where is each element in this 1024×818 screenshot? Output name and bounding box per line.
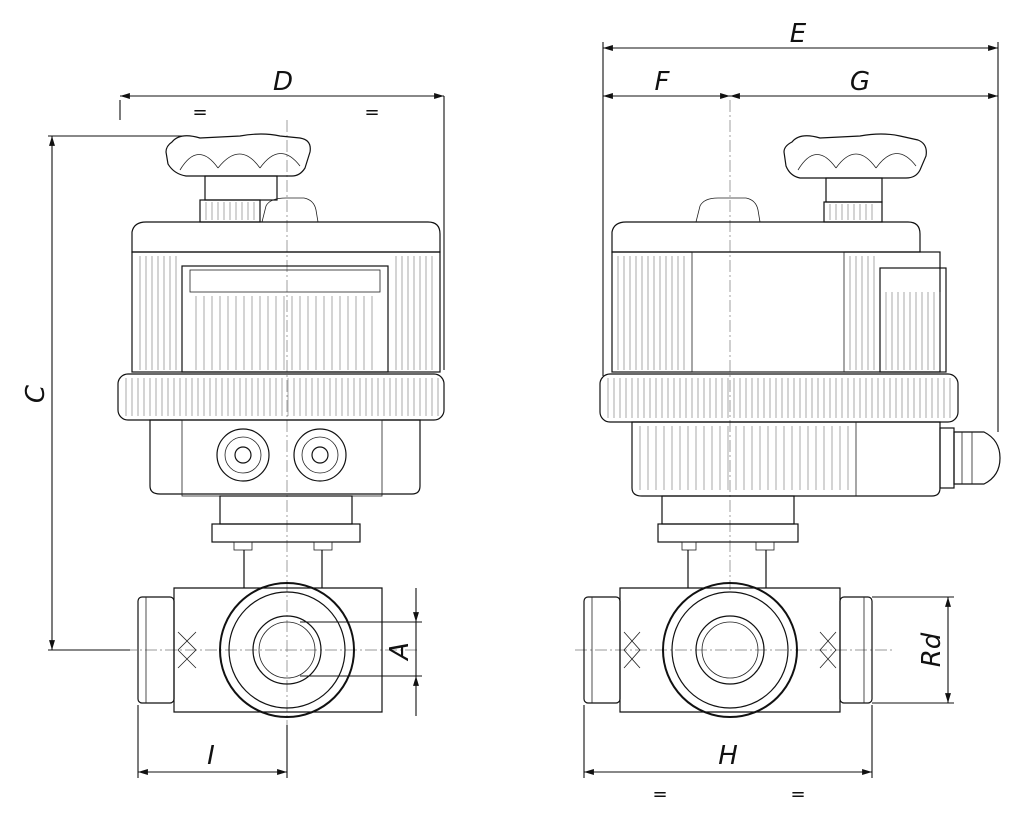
right-port-outer [662, 582, 798, 718]
dim-Rd-label: Rd [917, 632, 947, 667]
side-cable-gland [939, 427, 1001, 489]
dim-H-equal-right: = [790, 784, 805, 805]
dim-E-label: E [790, 19, 807, 49]
dim-F: F [603, 67, 730, 99]
left-view: D = = C A I [21, 67, 445, 778]
dim-G: G [730, 67, 998, 99]
cable-gland-right [293, 428, 347, 482]
left-actuator-housing [117, 221, 445, 497]
dim-D-label: D [273, 67, 293, 97]
left-handwheel [165, 133, 319, 223]
dim-I: I [137, 705, 288, 778]
right-handwheel [695, 133, 927, 223]
dim-I-label: I [207, 741, 215, 771]
right-coupling [657, 495, 799, 588]
dim-A: A [300, 588, 422, 716]
dim-D-equal-right: = [364, 102, 379, 123]
right-view: E F G Rd H = = [575, 19, 1001, 805]
dim-D-equal-left: = [192, 102, 207, 123]
dim-F-label: F [655, 67, 671, 97]
left-port-outer [219, 582, 355, 718]
cable-gland-left [216, 428, 270, 482]
right-port-bore [695, 615, 765, 685]
dim-D: D = = [119, 67, 445, 370]
dim-H-equal-left: = [652, 784, 667, 805]
right-housing-ribs [617, 256, 941, 370]
dim-C-label: C [21, 384, 51, 403]
right-valve-body [583, 582, 873, 718]
left-valve-body [137, 582, 383, 718]
dim-H: H = = [583, 705, 873, 805]
left-housing-ribs [139, 256, 433, 370]
left-coupling [211, 495, 361, 588]
right-knurled-ring [607, 378, 951, 418]
dim-G-label: G [850, 67, 870, 97]
dim-Rd: Rd [872, 596, 954, 704]
left-port-bore [252, 615, 322, 685]
dim-H-label: H [718, 741, 738, 771]
dim-A-label: A [385, 642, 415, 662]
right-actuator-housing [599, 221, 1001, 497]
dim-C: C [21, 135, 185, 651]
left-knurled-ring [125, 378, 439, 416]
